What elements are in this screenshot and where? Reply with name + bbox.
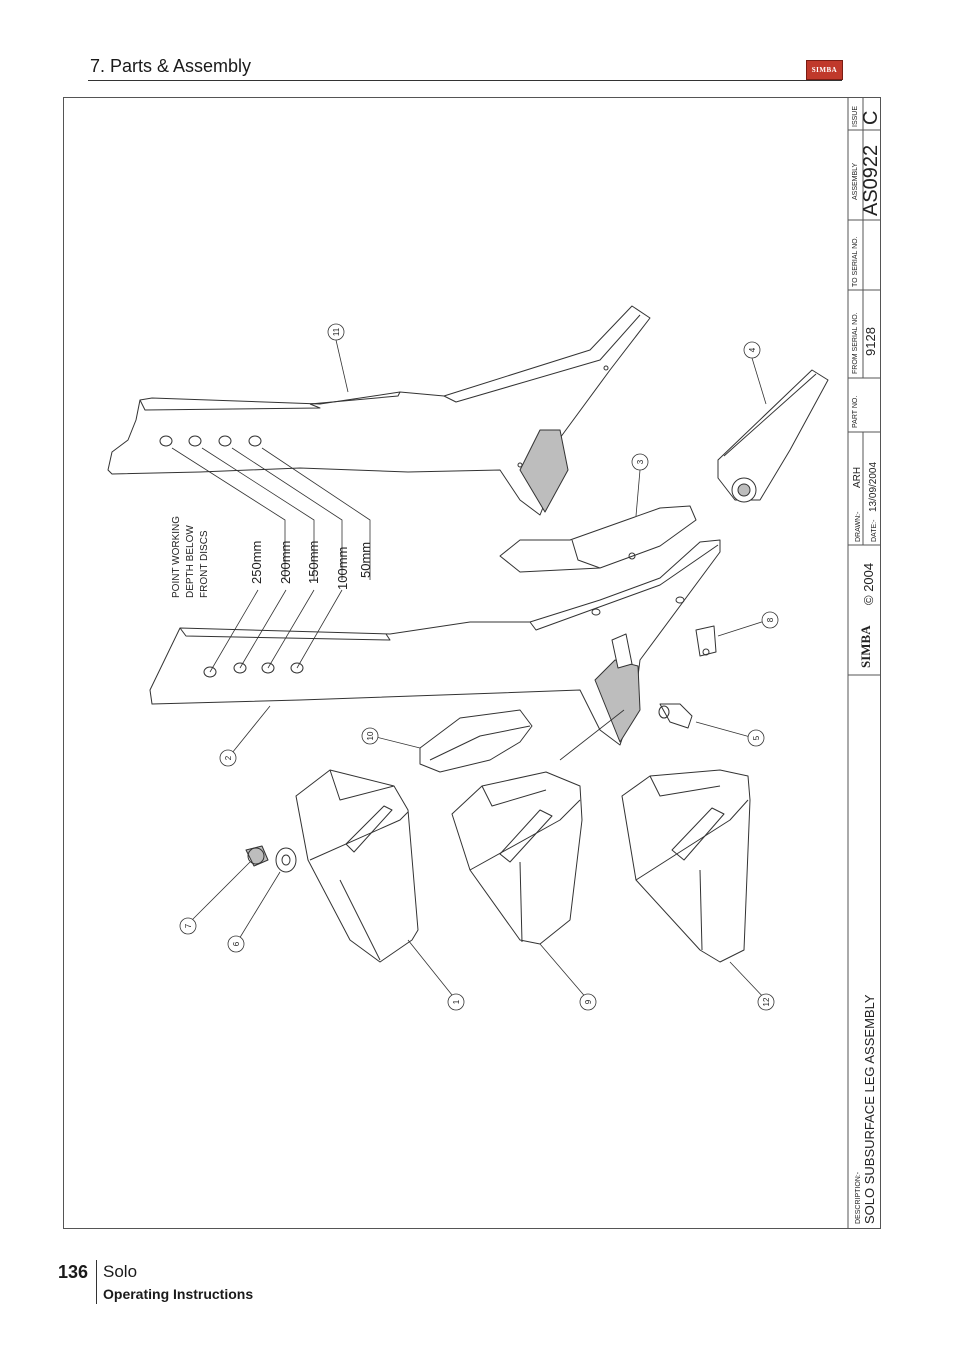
header-rule <box>88 80 842 81</box>
date-value: 13/09/2004 <box>868 462 879 512</box>
title-block-text: ISSUE C ASSEMBLY AS0922 TO SERIAL NO. FR… <box>852 106 882 1224</box>
nut-7 <box>245 845 269 867</box>
section-title: 7. Parts & Assembly <box>90 56 252 76</box>
parts-linework <box>107 305 829 963</box>
point-9 <box>451 771 583 945</box>
issue-label: ISSUE <box>852 106 859 127</box>
bolt-8 <box>675 596 717 657</box>
date-label: DATE:- <box>871 519 878 542</box>
point-1 <box>295 769 419 963</box>
callout-circle <box>743 341 761 359</box>
callout-12: 12 <box>762 997 771 1006</box>
description-value: SOLO SUBSURFACE LEG ASSEMBLY <box>862 994 877 1224</box>
depth-lines <box>171 447 371 673</box>
callout-circle <box>631 453 649 471</box>
simba-logo: SIMBA <box>806 60 843 80</box>
depth-note: POINT WORKING DEPTH BELOW FRONT DISCS 25… <box>171 516 373 598</box>
drawn-value: ARH <box>852 467 863 488</box>
callout-circle <box>761 611 779 629</box>
description-label: DESCRIPTION:- <box>855 1171 862 1224</box>
callout-6: 6 <box>232 941 241 946</box>
leader-lines <box>187 339 769 1001</box>
callouts <box>179 323 779 1011</box>
to-serial-label: TO SERIAL NO. <box>852 236 859 287</box>
callout-circle <box>747 729 765 747</box>
wear-plate-10 <box>419 709 533 773</box>
simba-logo-text: SIMBA <box>811 66 838 74</box>
callout-circle <box>219 749 237 767</box>
page-number: 136 <box>58 1262 89 1282</box>
point-12 <box>621 769 751 963</box>
callout-circle <box>757 993 775 1011</box>
note-line-1: POINT WORKING <box>171 516 182 598</box>
title-block <box>847 97 881 1229</box>
leg-plate-11 <box>107 305 651 516</box>
callout-8: 8 <box>766 617 775 622</box>
callout-4: 4 <box>748 347 757 352</box>
title-block-logo: SIMBA <box>858 625 873 668</box>
callout-10: 10 <box>366 731 375 740</box>
part-no-label: PART NO. <box>852 396 859 428</box>
callout-circle <box>327 323 345 341</box>
depth-label-250: 250mm <box>249 541 264 584</box>
depth-label-100: 100mm <box>335 547 350 590</box>
leg-plate-2 <box>149 539 721 746</box>
callout-circle <box>447 993 465 1011</box>
callout-2: 2 <box>224 755 233 760</box>
pin-assembly <box>591 608 633 669</box>
depth-label-200: 200mm <box>278 541 293 584</box>
issue-value: C <box>860 111 882 125</box>
drawing-frame <box>63 97 881 1229</box>
callout-7: 7 <box>184 923 193 928</box>
callout-9: 9 <box>584 999 593 1004</box>
copyright: © 2004 <box>861 563 876 605</box>
callout-circle <box>361 727 379 745</box>
bolt-5 <box>658 703 693 729</box>
callout-circle <box>227 935 245 953</box>
callout-1: 1 <box>452 999 461 1004</box>
from-serial-value: 9128 <box>863 327 878 356</box>
note-line-3: FRONT DISCS <box>199 530 210 598</box>
drawn-label: DRAWN:- <box>855 511 862 542</box>
callout-5: 5 <box>752 735 761 740</box>
callout-circle <box>579 993 597 1011</box>
washer-6 <box>275 847 297 873</box>
footer-subtitle: Operating Instructions <box>103 1286 254 1302</box>
callout-11: 11 <box>332 327 341 336</box>
footer-rule <box>96 1260 97 1304</box>
bracket-4 <box>717 369 829 503</box>
from-serial-label: FROM SERIAL NO. <box>852 312 859 374</box>
note-line-2: DEPTH BELOW <box>185 525 196 598</box>
clamp-3 <box>499 505 697 573</box>
footer-product: Solo <box>103 1262 138 1281</box>
callout-3: 3 <box>636 459 645 464</box>
depth-label-150: 150mm <box>306 541 321 584</box>
depth-label-50: 50mm <box>358 542 373 578</box>
callout-circle <box>179 917 197 935</box>
assembly-label: ASSEMBLY <box>852 162 859 200</box>
callout-numbers: 1 2 3 4 5 6 7 8 9 10 11 12 <box>184 327 775 1006</box>
assembly-value: AS0922 <box>860 145 882 216</box>
